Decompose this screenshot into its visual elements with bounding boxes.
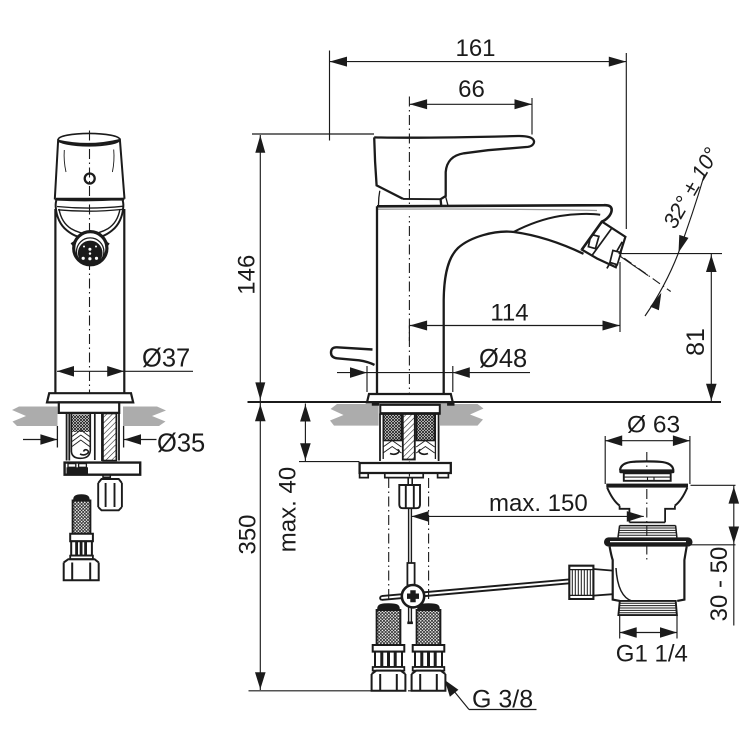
svg-text:114: 114 xyxy=(490,300,528,327)
svg-text:30 - 50: 30 - 50 xyxy=(706,547,733,622)
svg-text:66: 66 xyxy=(458,76,485,103)
svg-text:Ø 63: Ø 63 xyxy=(627,412,680,439)
svg-text:161: 161 xyxy=(455,35,495,62)
svg-text:Ø37: Ø37 xyxy=(142,345,190,373)
svg-text:G1 1/4: G1 1/4 xyxy=(616,641,688,668)
svg-text:G 3/8: G 3/8 xyxy=(472,686,533,714)
svg-text:350: 350 xyxy=(235,514,262,554)
svg-text:max. 150: max. 150 xyxy=(489,490,588,517)
svg-text:max. 40: max. 40 xyxy=(275,467,302,552)
svg-text:146: 146 xyxy=(234,255,261,295)
svg-text:Ø35: Ø35 xyxy=(157,430,205,458)
svg-text:Ø48: Ø48 xyxy=(479,345,527,373)
svg-text:81: 81 xyxy=(682,328,710,356)
